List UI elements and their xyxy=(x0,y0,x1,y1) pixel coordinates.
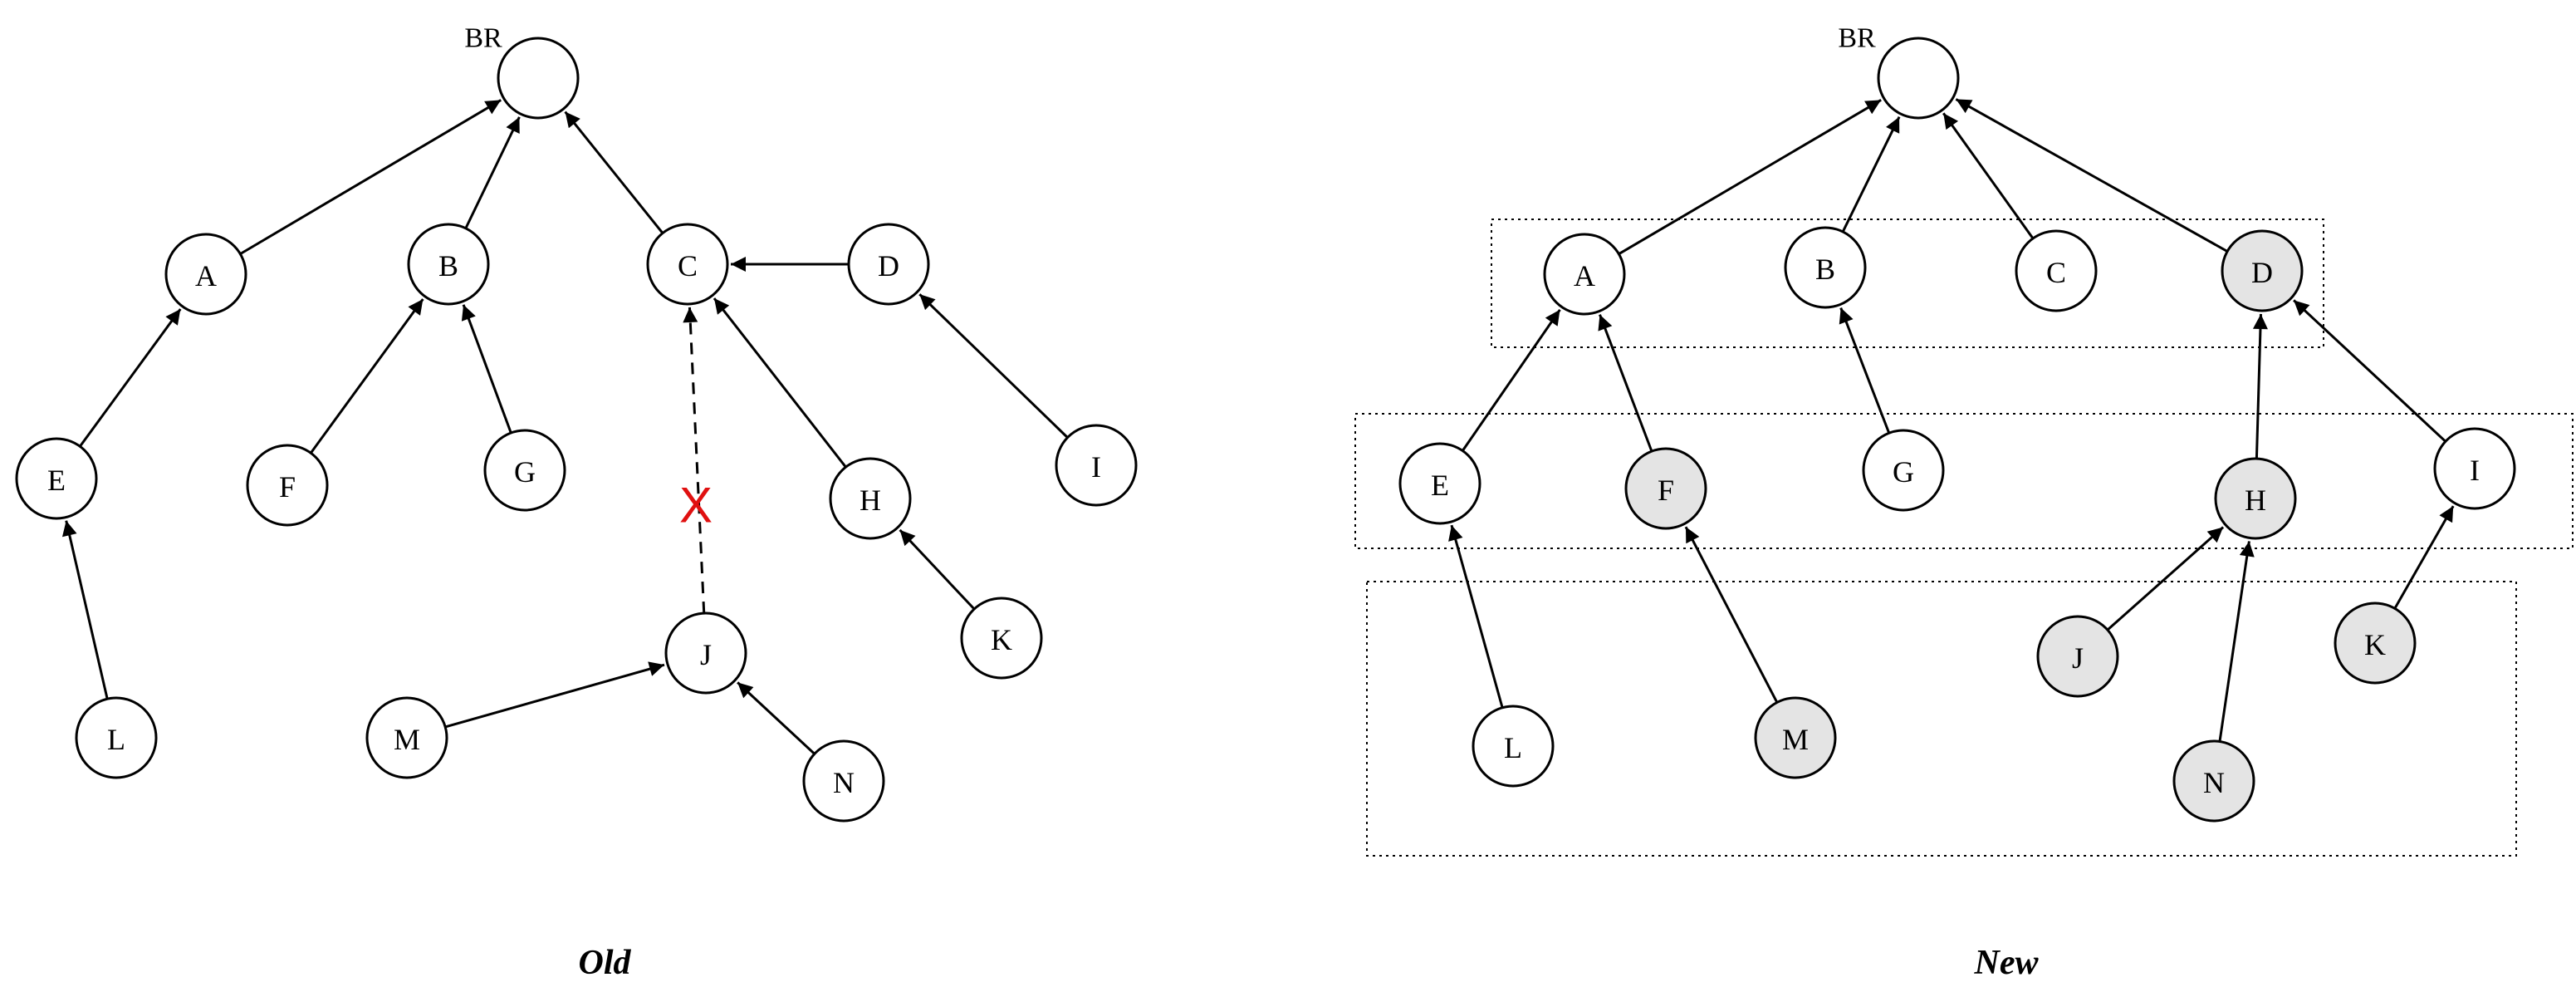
old-node-k xyxy=(960,597,1043,680)
new-edge-N-to-H xyxy=(2218,541,2255,742)
old-root-label: BR xyxy=(464,23,502,54)
old-node-label-b: B xyxy=(438,249,458,282)
new-node-b xyxy=(1784,226,1867,309)
new-edge-D-to-BR xyxy=(1955,98,2228,253)
new-node-a xyxy=(1543,233,1626,316)
new-node-c xyxy=(2015,229,2098,312)
new-node-n xyxy=(2172,739,2255,823)
old-edge-J-to-C xyxy=(683,307,706,614)
old-node-c xyxy=(646,223,729,306)
old-node-label-g: G xyxy=(514,455,536,489)
new-edge-J-to-H xyxy=(2106,526,2225,631)
old-edge-H-to-C xyxy=(713,297,847,469)
old-panel-title: Old xyxy=(579,944,632,982)
old-node-l xyxy=(75,696,158,779)
new-node-label-l: L xyxy=(1504,731,1522,764)
new-node-m xyxy=(1754,696,1837,779)
broken-link-x-mark: X xyxy=(679,478,713,533)
new-level-1-box xyxy=(1491,219,2324,348)
old-edge-K-to-H xyxy=(899,528,976,611)
new-node-g xyxy=(1862,429,1945,512)
new-node-f xyxy=(1624,447,1707,530)
new-node-label-i: I xyxy=(2470,454,2480,487)
old-edge-B-to-BR xyxy=(464,116,521,229)
new-node-k xyxy=(2334,602,2417,685)
new-node-h xyxy=(2214,457,2297,540)
old-edge-E-to-A xyxy=(79,308,182,448)
old-node-label-k: K xyxy=(991,623,1012,656)
labels: X A B C D E F G H I J K L M N BR Old A B C D E F G H I J K L M N BR New xyxy=(47,23,2480,983)
old-node-d xyxy=(847,223,930,306)
old-edge-L-to-E xyxy=(61,520,109,700)
new-edge-G-to-B xyxy=(1839,307,1891,434)
old-edge-N-to-J xyxy=(737,681,815,755)
new-edge-B-to-BR xyxy=(1841,116,1901,233)
edges xyxy=(61,98,2455,755)
old-edge-F-to-B xyxy=(310,298,424,454)
new-node-l xyxy=(1472,705,1555,788)
old-edge-M-to-J xyxy=(444,661,665,729)
old-node-a xyxy=(164,233,247,316)
old-node-b xyxy=(407,223,490,306)
old-node-g xyxy=(483,429,566,512)
old-edge-C-to-BR xyxy=(564,111,664,234)
new-node-d xyxy=(2221,229,2304,312)
old-node-label-m: M xyxy=(394,723,420,756)
new-edge-C-to-BR xyxy=(1942,112,2035,239)
old-node-label-a: A xyxy=(195,259,217,292)
old-node-h xyxy=(829,457,912,540)
new-edge-F-to-A xyxy=(1598,314,1653,452)
old-edge-I-to-D xyxy=(918,293,1069,439)
new-edge-E-to-A xyxy=(1462,308,1561,452)
new-node-j xyxy=(2036,615,2119,698)
new-edge-L-to-E xyxy=(1448,524,1504,709)
old-node-label-n: N xyxy=(833,766,855,799)
old-node-label-c: C xyxy=(678,249,698,282)
old-node-label-e: E xyxy=(47,464,66,497)
new-node-label-h: H xyxy=(2245,484,2266,517)
new-node-label-j: J xyxy=(2072,641,2084,675)
new-node-label-c: C xyxy=(2046,256,2066,289)
old-node-label-i: I xyxy=(1091,450,1101,484)
new-node-label-d: D xyxy=(2251,256,2273,289)
old-node-label-d: D xyxy=(878,249,899,282)
new-node-label-e: E xyxy=(1431,469,1449,502)
old-node-f xyxy=(246,444,329,527)
level-boxes xyxy=(1354,219,2574,857)
old-node-j xyxy=(664,611,747,695)
old-node-e xyxy=(15,437,98,520)
nodes xyxy=(15,37,2516,823)
old-node-label-l: L xyxy=(107,723,125,756)
new-node-label-g: G xyxy=(1893,455,1914,489)
new-node-label-b: B xyxy=(1815,253,1835,286)
new-node-label-a: A xyxy=(1574,259,1595,292)
new-node-e xyxy=(1398,442,1481,525)
new-edge-K-to-I xyxy=(2393,505,2455,610)
old-edge-A-to-BR xyxy=(239,99,502,255)
new-level-2-box xyxy=(1354,413,2574,549)
new-node-i xyxy=(2433,427,2516,510)
new-node-label-n: N xyxy=(2203,766,2225,799)
old-node-i xyxy=(1055,424,1138,507)
new-node-label-k: K xyxy=(2364,628,2386,661)
old-edge-G-to-B xyxy=(461,304,512,434)
new-edge-I-to-D xyxy=(2293,299,2446,443)
old-node-br xyxy=(497,37,580,120)
old-node-label-f: F xyxy=(279,470,296,503)
new-panel-title: New xyxy=(1974,944,2040,982)
new-node-label-m: M xyxy=(1782,723,1809,756)
old-node-m xyxy=(365,696,448,779)
new-root-label: BR xyxy=(1838,23,1876,54)
old-node-label-j: J xyxy=(700,638,712,671)
new-node-br xyxy=(1877,37,1960,120)
new-edge-A-to-BR xyxy=(1618,99,1882,255)
new-node-label-f: F xyxy=(1658,474,1674,507)
old-node-n xyxy=(802,739,885,823)
new-edge-H-to-D xyxy=(2252,313,2268,459)
old-node-label-h: H xyxy=(859,484,881,517)
new-edge-M-to-F xyxy=(1684,526,1779,704)
